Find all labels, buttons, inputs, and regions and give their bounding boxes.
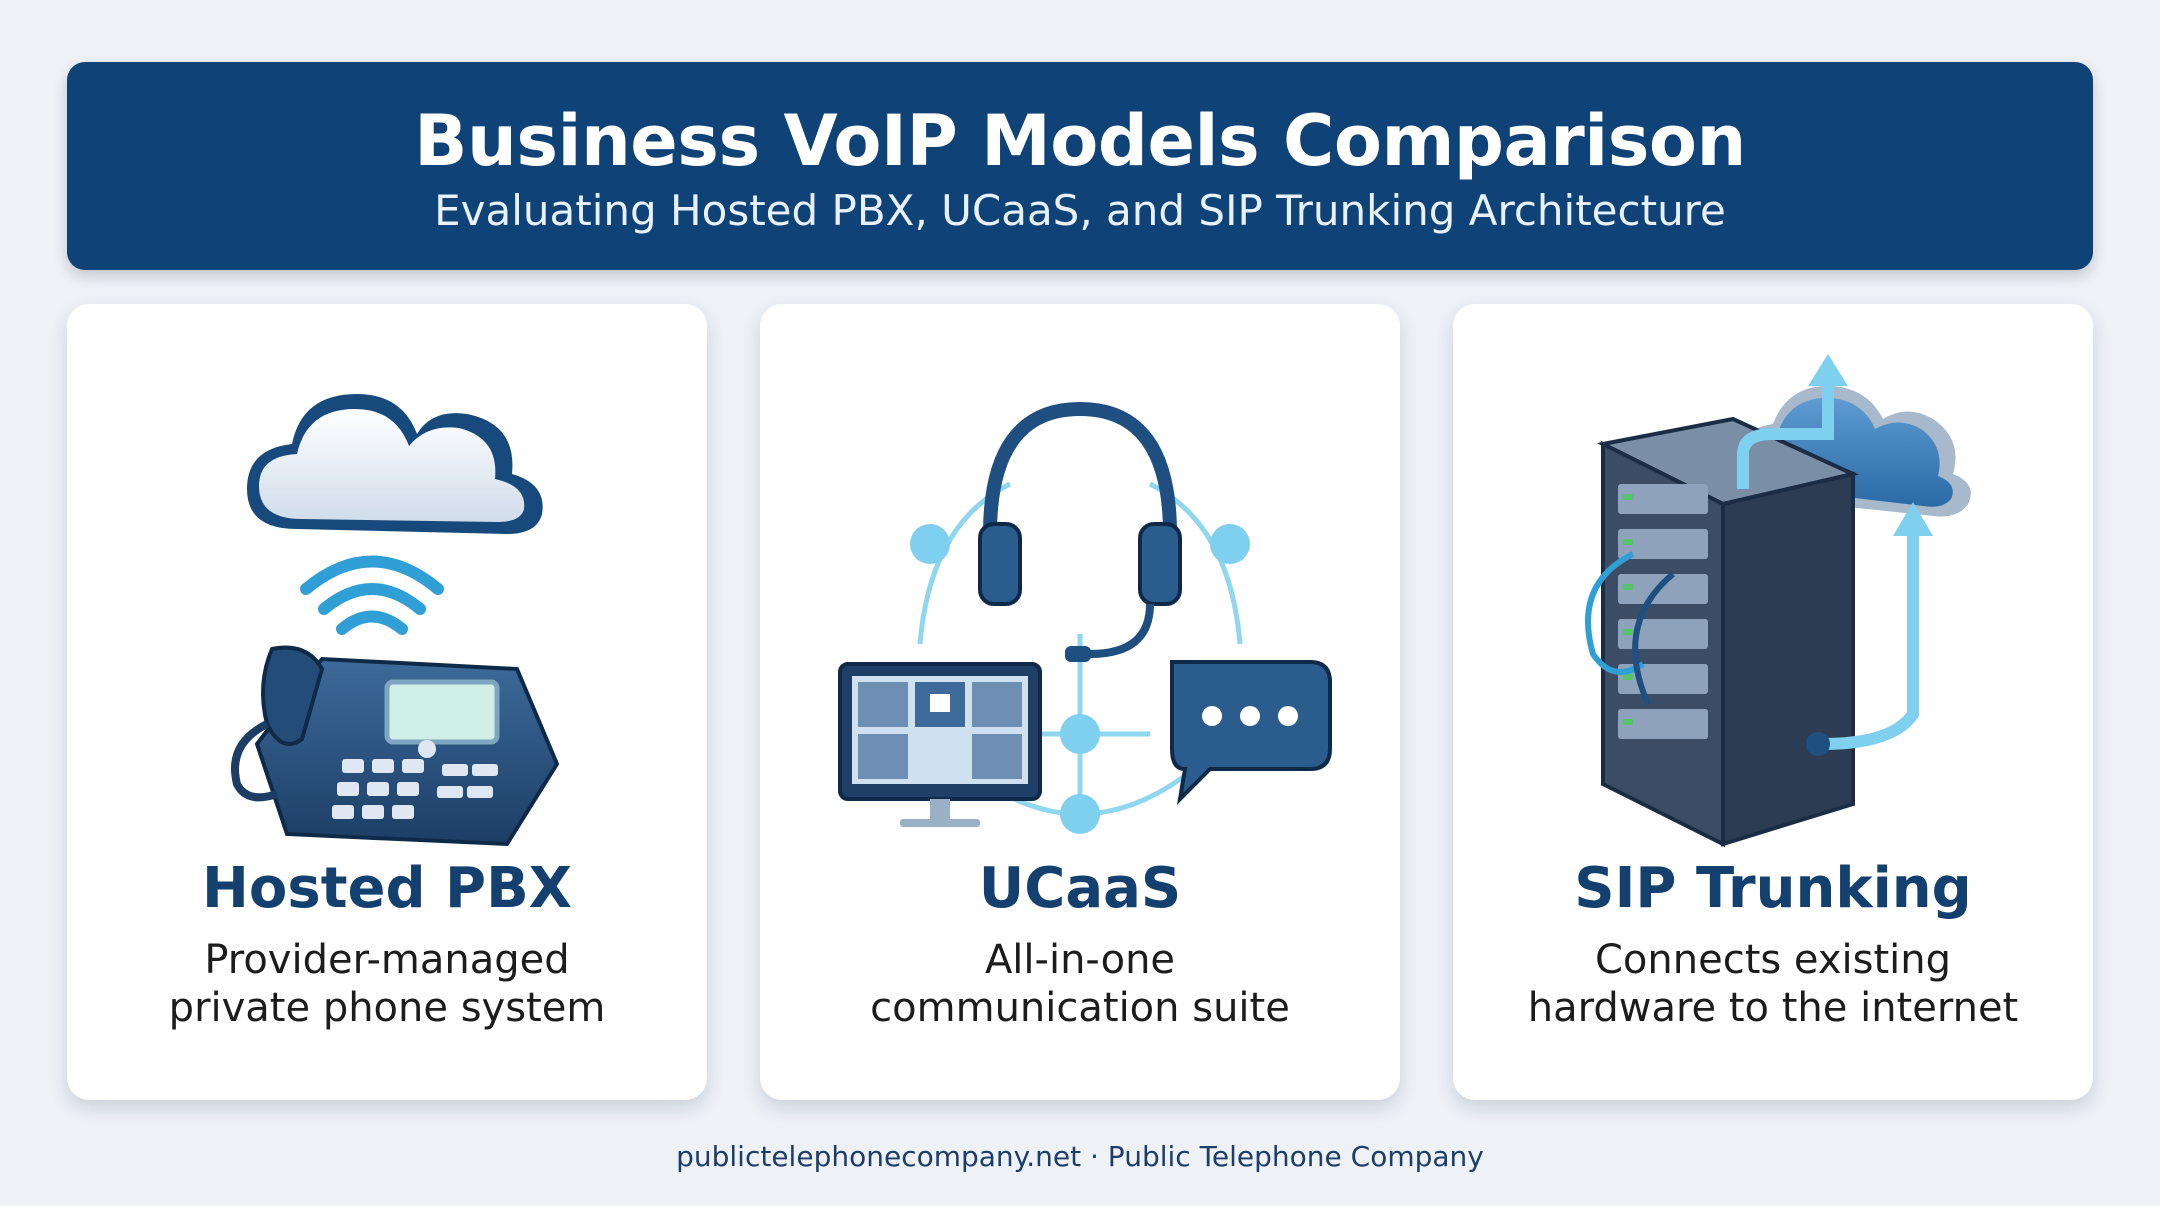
card-title: SIP Trunking — [1574, 856, 1972, 921]
card-description-line: Connects existing — [1594, 937, 1951, 983]
card-hosted-pbx: Hosted PBX Provider-managed private phon… — [67, 304, 707, 1100]
server-rack-cloud-icon — [1585, 354, 1971, 848]
card-description: Connects existing hardware to the intern… — [1483, 936, 2063, 1032]
card-title: Hosted PBX — [202, 856, 572, 921]
header-banner: Business VoIP Models Comparison Evaluati… — [67, 62, 2093, 270]
card-sip-trunking: SIP Trunking Connects existing hardware … — [1453, 304, 2093, 1100]
footer-credit: publictelephonecompany.net · Public Tele… — [676, 1140, 1484, 1173]
page-title: Business VoIP Models Comparison — [414, 100, 1746, 182]
card-description-line: All-in-one — [984, 937, 1176, 983]
page-subtitle: Evaluating Hosted PBX, UCaaS, and SIP Tr… — [434, 186, 1726, 235]
card-description-line: hardware to the internet — [1527, 985, 2019, 1031]
card-description-line: private phone system — [168, 985, 606, 1031]
card-description-line: communication suite — [870, 985, 1290, 1031]
cloud-desk-phone-icon — [231, 394, 560, 847]
card-description-line: Provider-managed — [204, 937, 570, 983]
card-description: Provider-managed private phone system — [97, 936, 677, 1032]
card-ucaas: UCaaS All-in-one communication suite — [760, 304, 1400, 1100]
card-description: All-in-one communication suite — [790, 936, 1370, 1032]
card-title: UCaaS — [978, 856, 1182, 921]
headset-video-chat-network-icon — [838, 401, 1332, 834]
